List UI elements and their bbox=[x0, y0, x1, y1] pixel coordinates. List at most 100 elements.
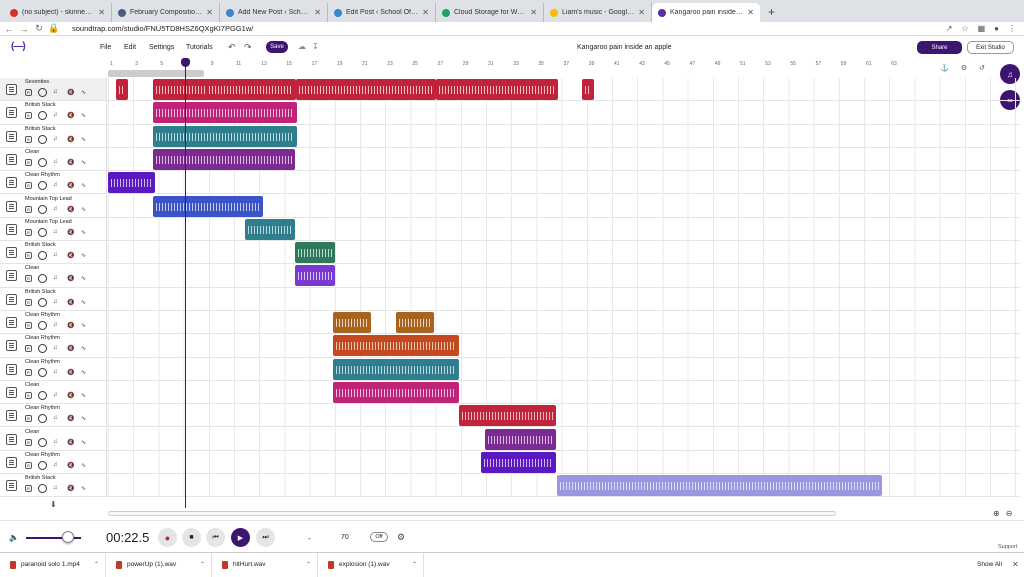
mute-icon[interactable]: 🔇 bbox=[67, 253, 75, 260]
track-name[interactable]: Clean bbox=[25, 428, 40, 435]
automation-icon[interactable]: ∿ bbox=[81, 159, 87, 166]
instrument-icon[interactable] bbox=[6, 270, 17, 282]
volume-knob[interactable] bbox=[38, 484, 47, 494]
headphones-icon[interactable]: ♫ bbox=[53, 485, 58, 492]
reload-icon[interactable]: ↻ bbox=[35, 23, 43, 33]
snap-icon[interactable]: ⚓ bbox=[940, 65, 949, 72]
mute-icon[interactable]: 🔇 bbox=[67, 276, 75, 283]
automation-icon[interactable]: ∿ bbox=[81, 486, 87, 493]
headphones-icon[interactable]: ♫ bbox=[53, 252, 58, 259]
track-lane[interactable] bbox=[108, 311, 1020, 334]
track-name[interactable]: British Stack bbox=[25, 102, 56, 109]
zoom-in-icon[interactable]: ⊕ bbox=[993, 509, 1000, 518]
chevron-up-icon[interactable]: ⌃ bbox=[411, 562, 417, 568]
audio-clip[interactable] bbox=[557, 475, 882, 497]
volume-knob[interactable] bbox=[38, 297, 47, 307]
headphones-icon[interactable]: ♫ bbox=[53, 368, 58, 375]
audio-clip[interactable] bbox=[116, 79, 128, 100]
share-button[interactable]: Share bbox=[917, 41, 962, 54]
automation-icon[interactable]: ∿ bbox=[81, 229, 87, 236]
exit-studio-button[interactable]: Exit Studio bbox=[967, 41, 1014, 54]
mute-icon[interactable]: 🔇 bbox=[67, 392, 75, 399]
audio-clip[interactable] bbox=[245, 218, 295, 240]
track-lane[interactable] bbox=[108, 450, 1020, 474]
audio-clip[interactable] bbox=[153, 195, 263, 217]
record-arm-button[interactable]: R bbox=[25, 135, 32, 143]
volume-knob[interactable] bbox=[38, 181, 47, 191]
audio-clip[interactable] bbox=[333, 358, 459, 380]
mute-icon[interactable]: 🔇 bbox=[67, 299, 75, 306]
headphones-icon[interactable]: ♫ bbox=[53, 345, 58, 352]
audio-clip[interactable] bbox=[153, 102, 297, 124]
loop-region[interactable] bbox=[108, 70, 204, 77]
track-name[interactable]: Clean bbox=[25, 148, 40, 155]
settings-gear-icon[interactable]: ⚙ bbox=[960, 65, 967, 72]
instrument-icon[interactable] bbox=[6, 456, 17, 468]
soundtrap-logo[interactable]: (—) bbox=[11, 41, 26, 52]
volume-knob[interactable] bbox=[38, 88, 47, 97]
track-lane[interactable] bbox=[108, 147, 1020, 171]
headphones-icon[interactable]: ♫ bbox=[53, 135, 58, 142]
browser-tab[interactable]: February Composition Project✕ bbox=[112, 3, 220, 22]
tab-close-icon[interactable]: ✕ bbox=[98, 8, 105, 17]
horizontal-scrollbar[interactable] bbox=[108, 511, 836, 516]
track-name[interactable]: British Stack bbox=[25, 288, 56, 295]
tab-close-icon[interactable]: ✕ bbox=[206, 8, 213, 17]
headphones-icon[interactable]: ♫ bbox=[53, 112, 58, 119]
bookmark-star-icon[interactable]: ☆ bbox=[961, 24, 969, 33]
track-lane[interactable] bbox=[108, 427, 1020, 450]
instrument-icon[interactable] bbox=[6, 84, 17, 95]
instrument-icon[interactable] bbox=[6, 386, 17, 398]
instrument-icon[interactable] bbox=[6, 247, 17, 259]
track-lane[interactable] bbox=[108, 194, 1020, 217]
track-name[interactable]: British Stack bbox=[25, 475, 56, 482]
mute-icon[interactable]: 🔇 bbox=[67, 229, 75, 236]
automation-icon[interactable]: ∿ bbox=[81, 183, 87, 190]
volume-knob[interactable] bbox=[38, 437, 47, 447]
volume-slider[interactable] bbox=[26, 537, 81, 539]
record-arm-button[interactable]: R bbox=[25, 391, 32, 399]
track-lane[interactable] bbox=[108, 171, 1020, 194]
track-lane[interactable] bbox=[108, 404, 1020, 427]
audio-clip[interactable] bbox=[582, 79, 594, 100]
record-arm-button[interactable]: R bbox=[25, 112, 32, 120]
audio-clip[interactable] bbox=[333, 335, 459, 357]
share-page-icon[interactable]: ↗ bbox=[945, 24, 953, 33]
volume-knob[interactable] bbox=[38, 367, 47, 377]
instrument-icon[interactable] bbox=[6, 200, 17, 212]
track-lane[interactable] bbox=[108, 101, 1020, 124]
headphones-icon[interactable]: ♫ bbox=[53, 205, 58, 212]
rewind-button[interactable]: ⏮ bbox=[206, 528, 225, 547]
automation-icon[interactable]: ∿ bbox=[81, 346, 87, 353]
record-arm-button[interactable]: R bbox=[25, 228, 32, 236]
automation-icon[interactable]: ∿ bbox=[81, 276, 87, 283]
audio-clip[interactable] bbox=[108, 172, 155, 194]
download-item[interactable]: powerUp (1).wav⌃ bbox=[106, 552, 212, 577]
close-downloads-icon[interactable]: ✕ bbox=[1012, 560, 1019, 569]
track-lane[interactable] bbox=[108, 287, 1020, 310]
volume-knob[interactable] bbox=[38, 344, 47, 354]
track-lane[interactable] bbox=[108, 124, 1020, 147]
track-name[interactable]: Mountain Top Lead bbox=[25, 195, 72, 202]
volume-knob[interactable] bbox=[38, 227, 47, 237]
tab-close-icon[interactable]: ✕ bbox=[747, 8, 754, 17]
play-button[interactable]: ▶ bbox=[231, 528, 250, 547]
mute-icon[interactable]: 🔇 bbox=[67, 113, 75, 120]
headphones-icon[interactable]: ♫ bbox=[53, 415, 58, 422]
track-lane[interactable] bbox=[108, 217, 1020, 241]
instrument-icon[interactable] bbox=[6, 410, 17, 422]
browser-tab[interactable]: Kangaroo pain inside an a✕ bbox=[652, 3, 760, 22]
instrument-icon[interactable] bbox=[6, 433, 17, 445]
record-arm-button[interactable]: R bbox=[25, 485, 32, 493]
volume-knob[interactable] bbox=[38, 111, 47, 121]
mute-icon[interactable]: 🔇 bbox=[67, 136, 75, 143]
track-lane[interactable] bbox=[108, 241, 1020, 264]
record-arm-button[interactable]: R bbox=[25, 182, 32, 190]
download-icon[interactable]: ↧ bbox=[312, 42, 319, 51]
forward-icon[interactable]: → bbox=[19, 23, 29, 34]
tab-close-icon[interactable]: ✕ bbox=[422, 8, 429, 17]
audio-clip[interactable] bbox=[436, 79, 558, 100]
